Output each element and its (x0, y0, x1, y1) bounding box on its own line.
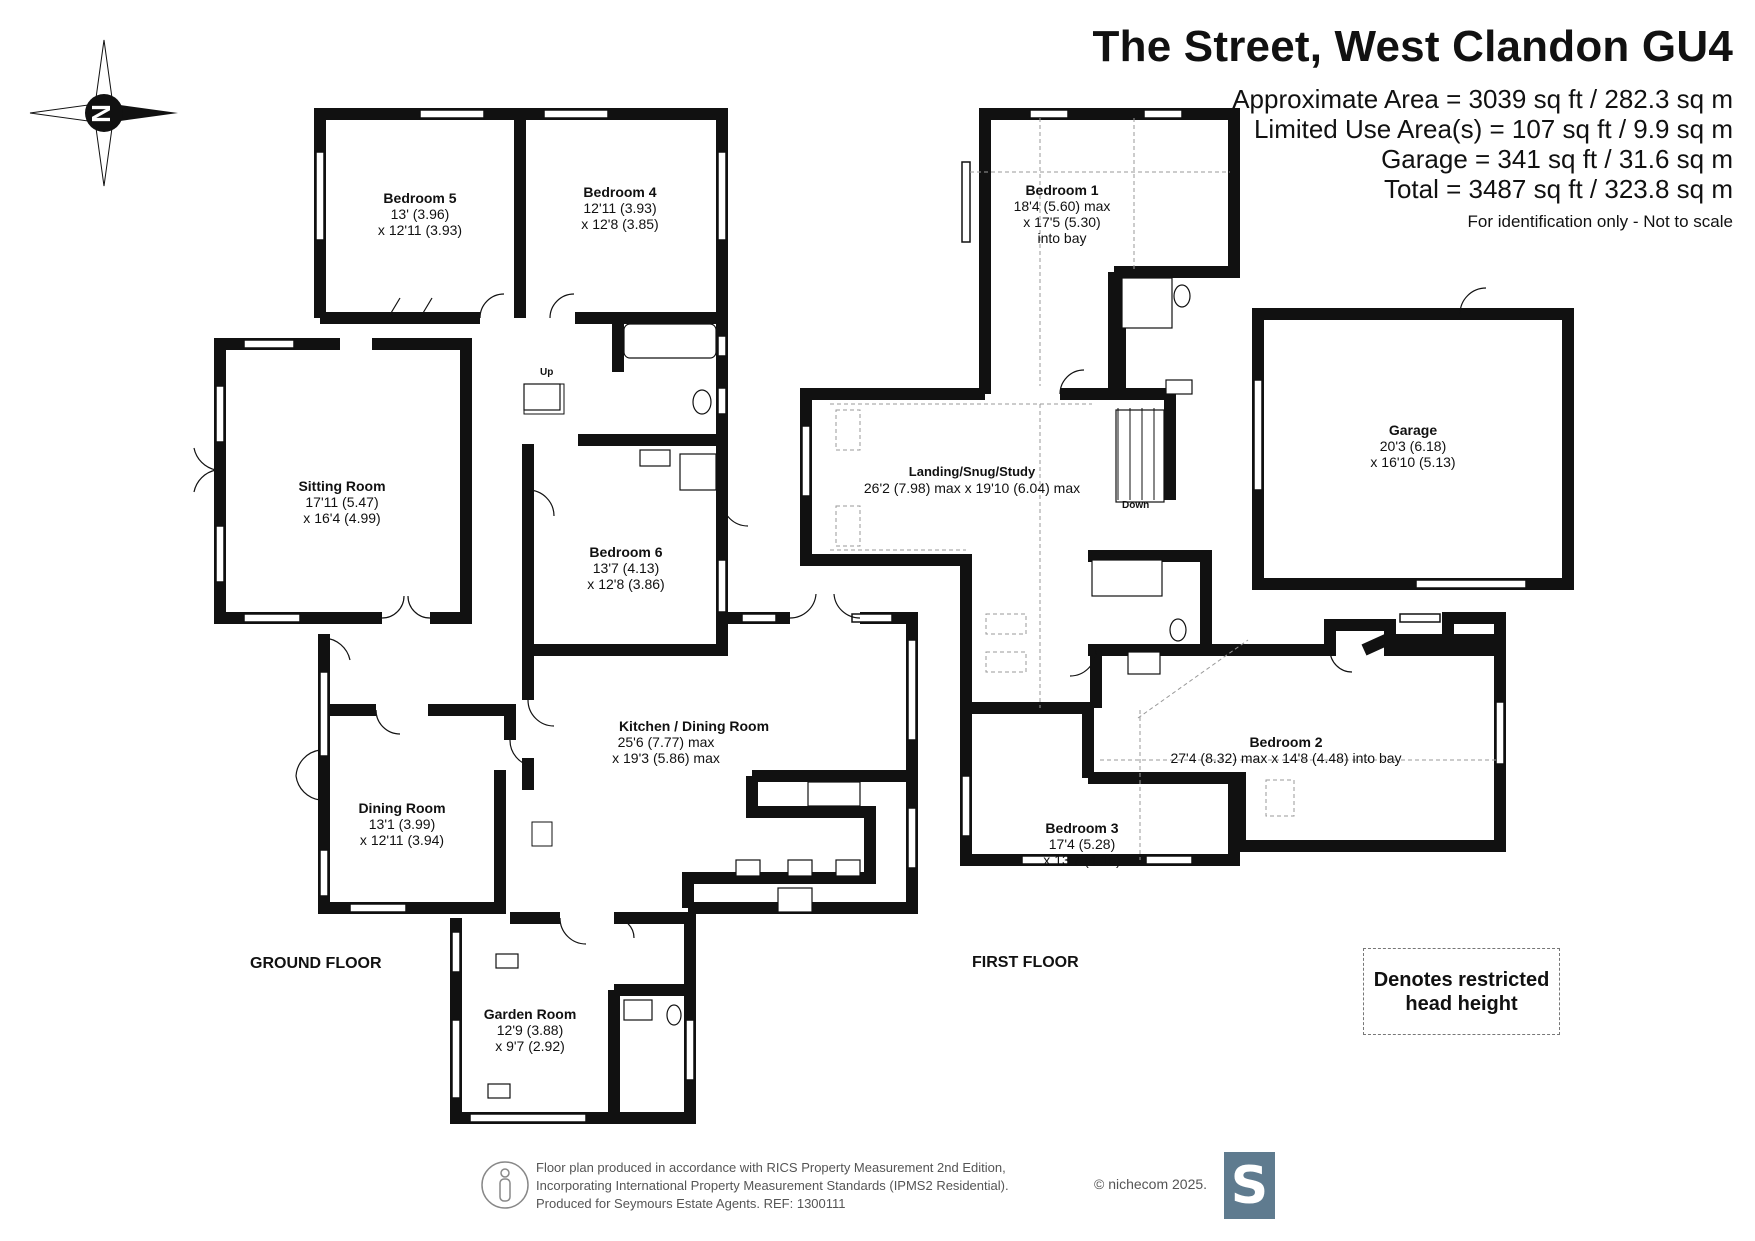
page-title: The Street, West Clandon GU4 (1092, 22, 1733, 71)
ground-floor-walls (214, 108, 918, 1124)
brand-logo: S (1224, 1152, 1275, 1219)
room-dimension: x 13'7 (4.15) (1043, 852, 1121, 868)
room-dimension: x 12'8 (3.86) (587, 576, 665, 592)
room-dimension: 17'11 (5.47) (305, 494, 379, 510)
room-name: Garage (1388, 422, 1438, 438)
rics-logo-icon (481, 1161, 529, 1209)
room-bedroom-5: Bedroom 5 13' (3.96) x 12'11 (3.93) (378, 190, 462, 238)
copyright-text: © nichecom 2025. (1094, 1176, 1208, 1192)
restricted-height-legend: Denotes restricted head height (1363, 948, 1560, 1035)
room-name: Bedroom 1 (1025, 182, 1099, 198)
footer-line: Floor plan produced in accordance with R… (536, 1160, 1006, 1175)
room-name: Landing/Snug/Study (908, 464, 1036, 479)
room-dimension: into bay (1037, 230, 1087, 246)
room-dimension: 26'2 (7.98) max x 19'10 (6.04) max (863, 480, 1081, 496)
room-dimension: x 12'11 (3.94) (359, 832, 445, 848)
room-dimension: x 16'10 (5.13) (1370, 454, 1456, 470)
legend-line: Denotes restricted (1373, 968, 1550, 991)
footer-credits: Floor plan produced in accordance with R… (536, 1159, 1009, 1213)
room-name: Bedroom 6 (589, 544, 663, 560)
room-dimension: 17'4 (5.28) (1048, 836, 1116, 852)
room-dimension: 13'1 (3.99) (368, 816, 436, 832)
ground-floor-label: GROUND FLOOR (250, 955, 382, 972)
stairs-down-label: Down (1122, 500, 1150, 511)
room-landing-snug-study: Landing/Snug/Study 26'2 (7.98) max x 19'… (864, 464, 1080, 496)
room-sitting-room: Sitting Room 17'11 (5.47) x 16'4 (4.99) (298, 478, 385, 526)
room-dining-room: Dining Room 13'1 (3.99) x 12'11 (3.94) (358, 800, 445, 848)
room-bedroom-3: Bedroom 3 17'4 (5.28) x 13'7 (4.15) (1043, 820, 1120, 868)
disclaimer-note: For identification only - Not to scale (1467, 212, 1733, 231)
room-kitchen-dining: Kitchen / Dining Room 25'6 (7.77) max x … (563, 718, 769, 766)
room-bedroom-1: Bedroom 1 18'4 (5.60) max x 17'5 (5.30) … (1014, 182, 1111, 246)
room-dimension: 20'3 (6.18) (1379, 438, 1447, 454)
footer-line: Produced for Seymours Estate Agents. REF… (536, 1196, 846, 1211)
room-name: Sitting Room (298, 478, 386, 494)
garage-area: Garage = 341 sq ft / 31.6 sq m (1381, 144, 1733, 174)
compass-rose-icon (29, 39, 178, 187)
room-dimension: 13'7 (4.13) (592, 560, 660, 576)
room-name: Bedroom 2 (1249, 734, 1323, 750)
legend-line: head height (1405, 992, 1518, 1015)
first-floor-label: FIRST FLOOR (972, 954, 1079, 971)
room-dimension: x 17'5 (5.30) (1023, 214, 1101, 230)
room-dimension: x 12'11 (3.93) (377, 222, 463, 238)
stairs-up-label: Up (540, 367, 554, 378)
room-dimension: 25'6 (7.77) max (617, 734, 715, 750)
room-bedroom-2: Bedroom 2 27'4 (8.32) max x 14'8 (4.48) … (1170, 734, 1401, 766)
room-name: Bedroom 3 (1045, 820, 1119, 836)
room-dimension: 13' (3.96) (390, 206, 450, 222)
room-dimension: 18'4 (5.60) max (1013, 198, 1111, 214)
room-dimension: x 16'4 (4.99) (303, 510, 381, 526)
room-garage: Garage 20'3 (6.18) x 16'10 (5.13) (1370, 422, 1455, 470)
compass-north-label: N (85, 104, 116, 123)
room-bedroom-6: Bedroom 6 13'7 (4.13) x 12'8 (3.86) (587, 544, 664, 592)
total-area: Total = 3487 sq ft / 323.8 sq m (1383, 174, 1733, 204)
room-dimension: x 19'3 (5.86) max (612, 750, 720, 766)
footer-line: Incorporating International Property Mea… (536, 1178, 1009, 1193)
room-name: Bedroom 5 (383, 190, 457, 206)
room-dimension: 12'9 (3.88) (496, 1022, 564, 1038)
room-dimension: x 9'7 (2.92) (495, 1038, 565, 1054)
limited-use-area: Limited Use Area(s) = 107 sq ft / 9.9 sq… (1253, 114, 1733, 144)
room-dimension: 27'4 (8.32) max x 14'8 (4.48) into bay (1170, 750, 1402, 766)
approximate-area: Approximate Area = 3039 sq ft / 282.3 sq… (1232, 84, 1733, 114)
room-name: Garden Room (483, 1006, 577, 1022)
room-name: Kitchen / Dining Room (618, 718, 770, 734)
room-name: Dining Room (358, 800, 446, 816)
room-dimension: x 12'8 (3.85) (581, 216, 659, 232)
room-bedroom-4: Bedroom 4 12'11 (3.93) x 12'8 (3.85) (581, 184, 658, 232)
room-garden-room: Garden Room 12'9 (3.88) x 9'7 (2.92) (484, 1006, 577, 1054)
room-name: Bedroom 4 (583, 184, 657, 200)
room-dimension: 12'11 (3.93) (583, 200, 657, 216)
